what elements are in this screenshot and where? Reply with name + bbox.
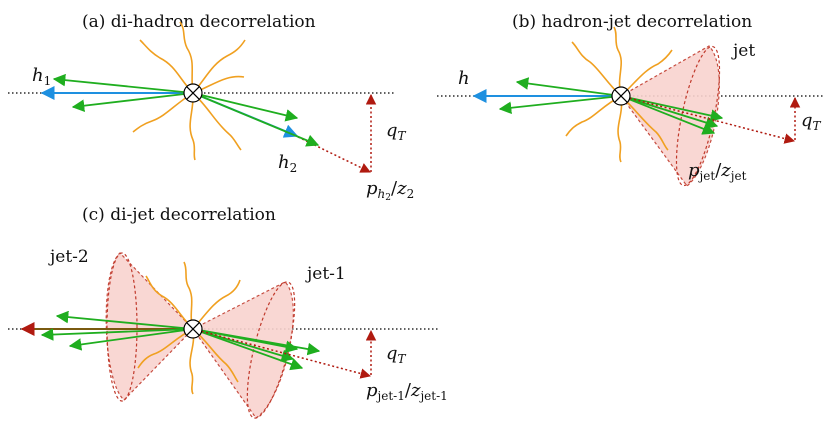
otimes-vertex-icon — [183, 319, 203, 339]
panel-c-jet2-cone — [105, 252, 194, 402]
panel-c-qT-label: qT — [386, 343, 407, 366]
panel-c-jet1-momentum-arrow — [192, 328, 372, 379]
panel-b-qT-label: qT — [801, 110, 822, 133]
panel-a-title: (a) di-hadron decorrelation — [82, 12, 316, 32]
panel-c-jet1-cone — [192, 281, 296, 419]
panel-a-h2-extension — [297, 136, 371, 173]
panel-b-p-label: pjet/zjet — [688, 160, 747, 183]
panel-a-tracks — [52, 73, 320, 147]
panel-a-p-label: ph2/z2 — [366, 178, 414, 203]
panel-b: (b) hadron-jet decorrelation — [437, 12, 825, 187]
panel-b-jet-momentum-arrow — [620, 95, 796, 144]
panel-c-tracks — [40, 310, 321, 371]
panel-b-jet-label: jet — [731, 41, 755, 61]
panel-a-qT-label: qT — [386, 120, 407, 143]
panel-b-title: (b) hadron-jet decorrelation — [512, 12, 752, 32]
otimes-vertex-icon — [183, 83, 203, 103]
panel-c-jet1-label: jet-1 — [305, 264, 346, 284]
panel-a-h2-label: h2 — [278, 152, 297, 175]
otimes-vertex-icon — [611, 86, 631, 106]
panel-c-title: (c) di-jet decorrelation — [82, 205, 276, 225]
panel-a: (a) di-hadron decorrelation — [8, 12, 414, 203]
panel-c-jet2-label: jet-2 — [48, 247, 89, 267]
panel-c-soft-radiation — [137, 261, 241, 395]
panel-b-soft-radiation — [565, 26, 673, 163]
panel-b-h-label: h — [458, 68, 470, 89]
panel-a-soft-radiation — [132, 21, 246, 161]
panel-a-h1-label: h1 — [32, 65, 51, 88]
panel-b-tracks — [498, 77, 724, 135]
panel-c: (c) di-jet decorrelation — [8, 205, 448, 419]
panel-c-p-label: pjet-1/zjet-1 — [366, 380, 448, 403]
